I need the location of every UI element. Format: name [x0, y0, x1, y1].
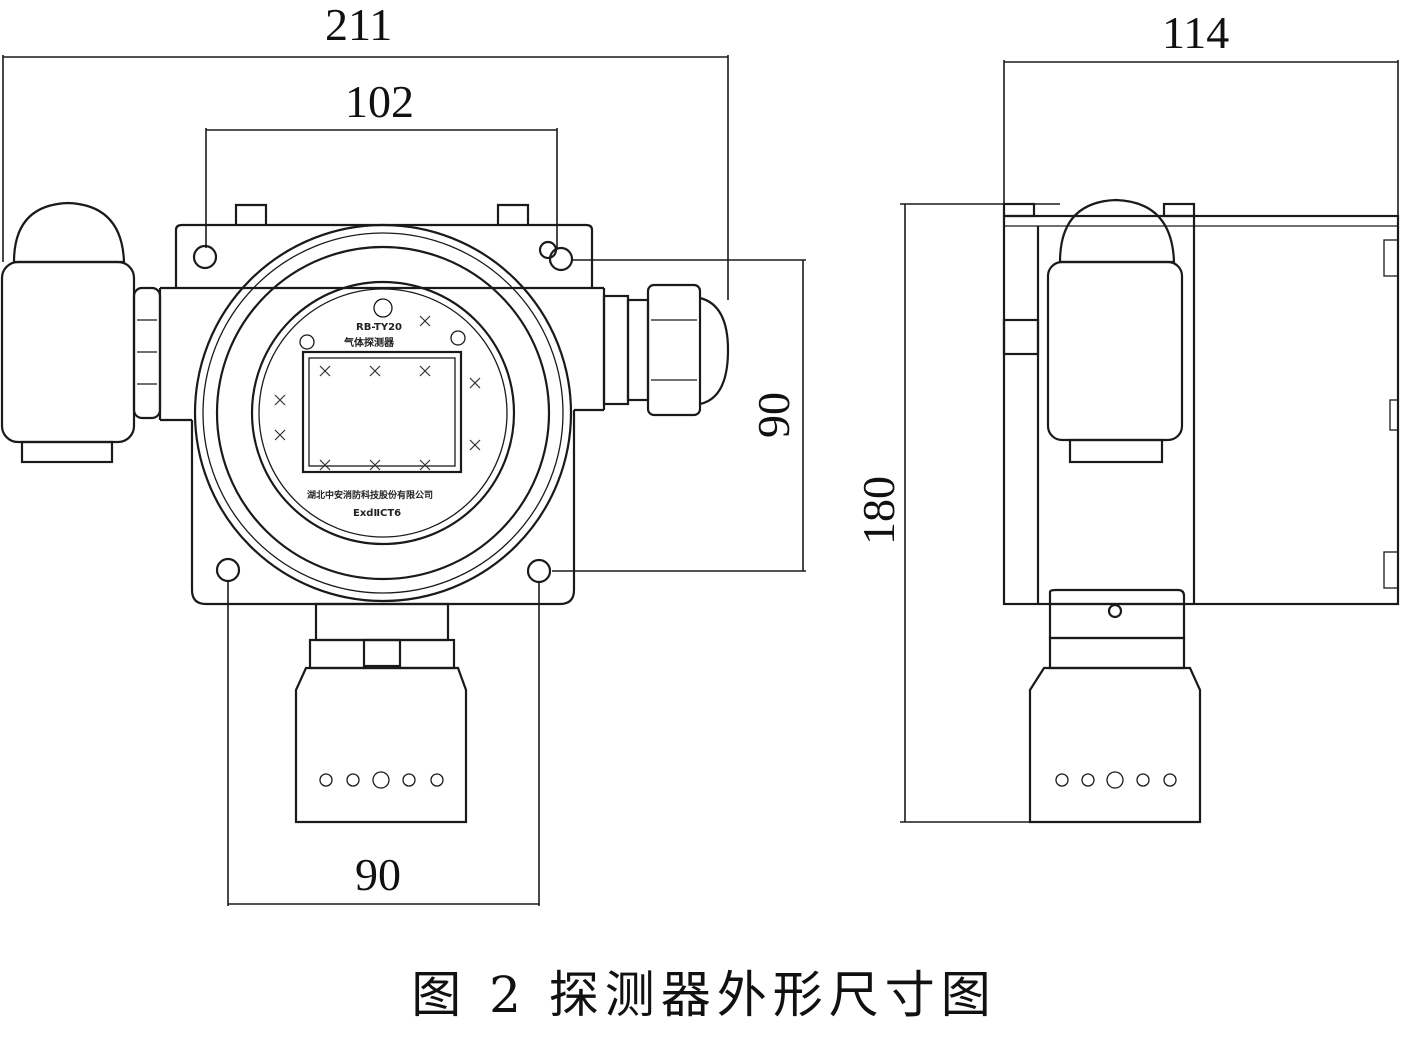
figure-caption: 图 2 探测器外形尺寸图 — [411, 966, 997, 1024]
gas-sensor — [294, 602, 468, 824]
dim-overall-height-label: 180 — [853, 476, 904, 545]
dim-hole-width-label: 102 — [345, 76, 414, 127]
dim-bottom-spacing-label: 90 — [355, 849, 401, 900]
side-view: 114 180 — [853, 7, 1400, 824]
side-dimension-lines — [900, 60, 1399, 823]
round-cover: RB-TY20 气体探测器 湖北中安消防科技股份有限公司 ExdⅡCT6 — [193, 223, 573, 603]
alarm-light — [0, 201, 162, 464]
panel-model-text: RB-TY20 — [356, 322, 402, 333]
panel-maker-text: 湖北中安消防科技股份有限公司 — [307, 489, 433, 501]
dimension-drawing: RB-TY20 气体探测器 湖北中安消防科技股份有限公司 ExdⅡCT6 — [0, 0, 1400, 906]
front-view: RB-TY20 气体探测器 湖北中安消防科技股份有限公司 ExdⅡCT6 — [0, 0, 806, 906]
dim-hole-height-label: 90 — [748, 392, 799, 438]
front-dimension-lines — [2, 55, 806, 906]
dim-depth-label: 114 — [1162, 7, 1229, 58]
cable-gland — [602, 283, 730, 417]
panel-name-text: 气体探测器 — [343, 336, 395, 349]
dim-overall-width-label: 211 — [325, 0, 392, 50]
panel-ex-text: ExdⅡCT6 — [353, 508, 401, 519]
